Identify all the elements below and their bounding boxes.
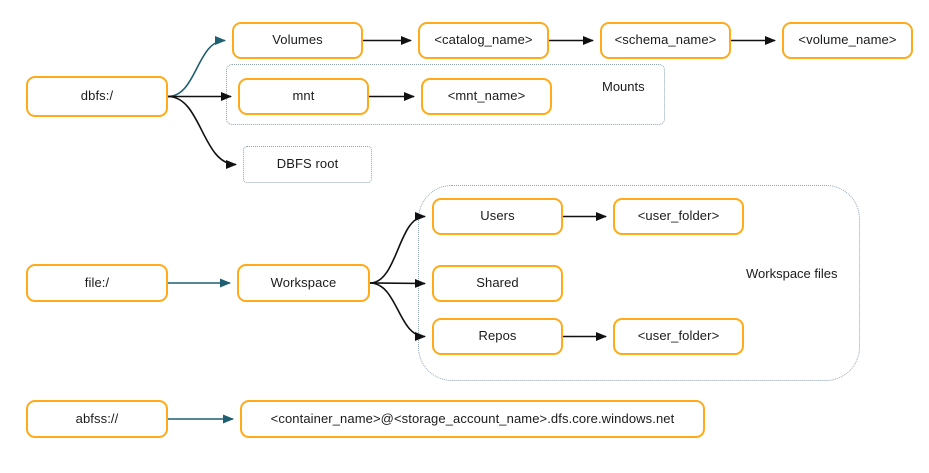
group-label-mounts: Mounts	[602, 79, 645, 94]
node-user_folder_1[interactable]: <user_folder>	[613, 198, 744, 235]
node-label-volumes: Volumes	[272, 32, 323, 48]
node-label-dbfs_root: DBFS root	[276, 156, 339, 172]
node-dbfs[interactable]: dbfs:/	[26, 76, 168, 117]
node-label-mnt_name: <mnt_name>	[447, 88, 526, 104]
group-label-workspace_files: Workspace files	[746, 266, 838, 281]
node-label-shared: Shared	[476, 275, 519, 291]
node-label-user_folder_1: <user_folder>	[637, 208, 720, 224]
node-volume_name[interactable]: <volume_name>	[782, 22, 913, 59]
node-abfss_target[interactable]: <container_name>@<storage_account_name>.…	[240, 400, 705, 438]
node-mnt_name[interactable]: <mnt_name>	[421, 78, 552, 115]
edge-dbfs-to-volumes	[167, 36, 227, 98]
node-file[interactable]: file:/	[26, 264, 168, 302]
node-label-volume_name: <volume_name>	[798, 32, 897, 48]
node-repos[interactable]: Repos	[432, 318, 563, 355]
node-label-abfss_target: <container_name>@<storage_account_name>.…	[270, 410, 675, 426]
node-schema_name[interactable]: <schema_name>	[600, 22, 731, 59]
node-dbfs_root[interactable]: DBFS root	[243, 146, 372, 183]
edge-workspace-to-users	[369, 212, 427, 284]
node-volumes[interactable]: Volumes	[232, 22, 363, 59]
node-shared[interactable]: Shared	[432, 265, 563, 302]
edge-workspace-to-repos	[369, 282, 427, 341]
node-label-user_folder_2: <user_folder>	[637, 328, 720, 344]
node-label-abfss: abfss://	[75, 410, 119, 426]
node-label-workspace: Workspace	[270, 274, 337, 290]
node-abfss[interactable]: abfss://	[26, 400, 168, 438]
node-label-users: Users	[480, 208, 515, 224]
node-mnt[interactable]: mnt	[238, 78, 369, 115]
node-label-repos: Repos	[478, 328, 517, 344]
node-users[interactable]: Users	[432, 198, 563, 235]
node-label-file: file:/	[84, 274, 110, 290]
node-label-dbfs: dbfs:/	[80, 88, 114, 104]
edge-workspace-to-shared	[369, 278, 427, 288]
node-catalog_name[interactable]: <catalog_name>	[418, 22, 549, 59]
node-label-schema_name: <schema_name>	[614, 32, 717, 48]
node-label-mnt: mnt	[292, 88, 315, 104]
node-workspace[interactable]: Workspace	[237, 264, 370, 302]
node-user_folder_2[interactable]: <user_folder>	[613, 318, 744, 355]
node-label-catalog_name: <catalog_name>	[434, 32, 533, 48]
